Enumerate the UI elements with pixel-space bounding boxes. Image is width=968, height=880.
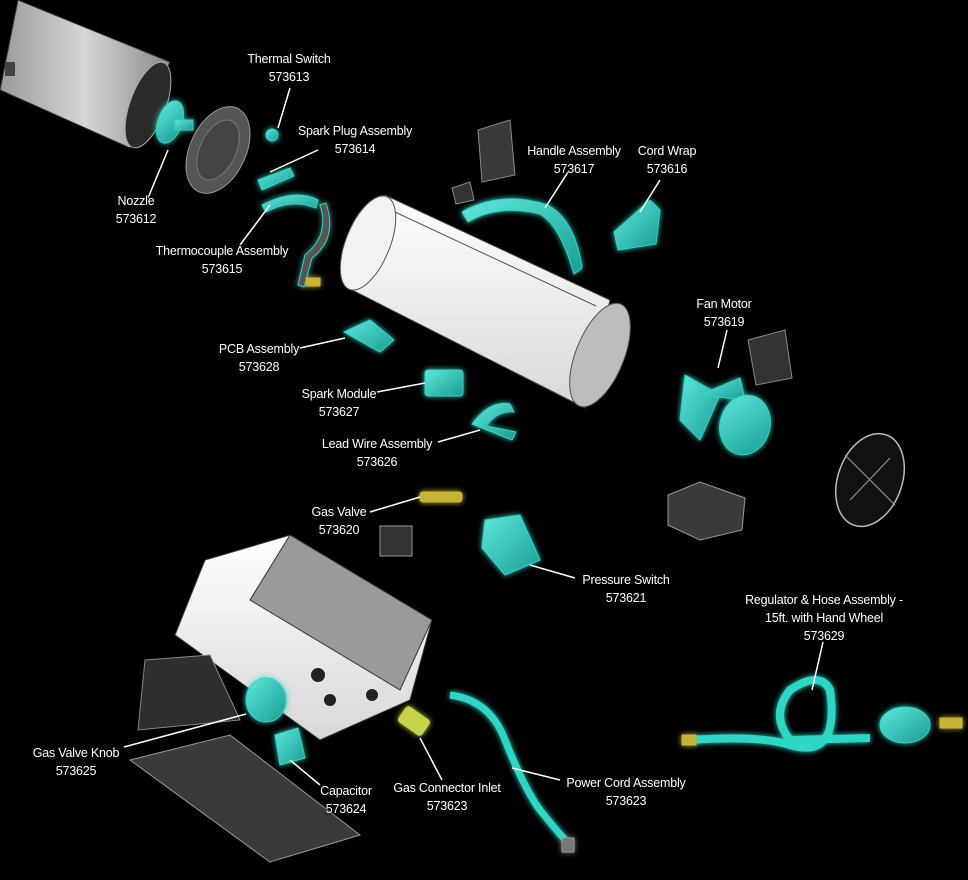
power-cord-part[interactable] [449, 691, 575, 853]
gas-valve-knob-part[interactable] [245, 677, 287, 723]
handle-bracket [451, 119, 516, 205]
motor-mount [667, 481, 746, 541]
gas-connector-part[interactable] [397, 706, 430, 737]
capacitor-part[interactable] [274, 727, 306, 766]
label-regulator-hose-assembly: Regulator & Hose Assembly -15ft. with Ha… [745, 593, 903, 643]
pressure-switch-part[interactable] [481, 514, 541, 576]
rear-housing [0, 0, 172, 149]
burner-disc [185, 106, 251, 194]
fan-motor-part[interactable] [679, 374, 777, 460]
thermocouple-part[interactable] [261, 194, 331, 288]
fan-shroud [747, 329, 793, 386]
nozzle-part[interactable] [151, 97, 194, 147]
base-housing [128, 534, 433, 863]
spark-module-part[interactable] [424, 369, 464, 397]
fan-guard [834, 432, 906, 528]
pcb-assembly-part[interactable] [342, 319, 395, 353]
thermal-switch-part[interactable] [265, 128, 279, 142]
gas-valve-part[interactable] [419, 491, 463, 503]
handle-assembly-part[interactable] [461, 198, 583, 275]
cord-wrap-part[interactable] [613, 199, 661, 251]
main-barrel [339, 194, 631, 409]
spark-plug-part[interactable] [257, 167, 295, 191]
regulator-hose-part[interactable] [681, 676, 963, 752]
lead-wire-part[interactable] [471, 402, 517, 441]
leader-lines [123, 87, 824, 786]
valve-bracket [379, 525, 413, 557]
